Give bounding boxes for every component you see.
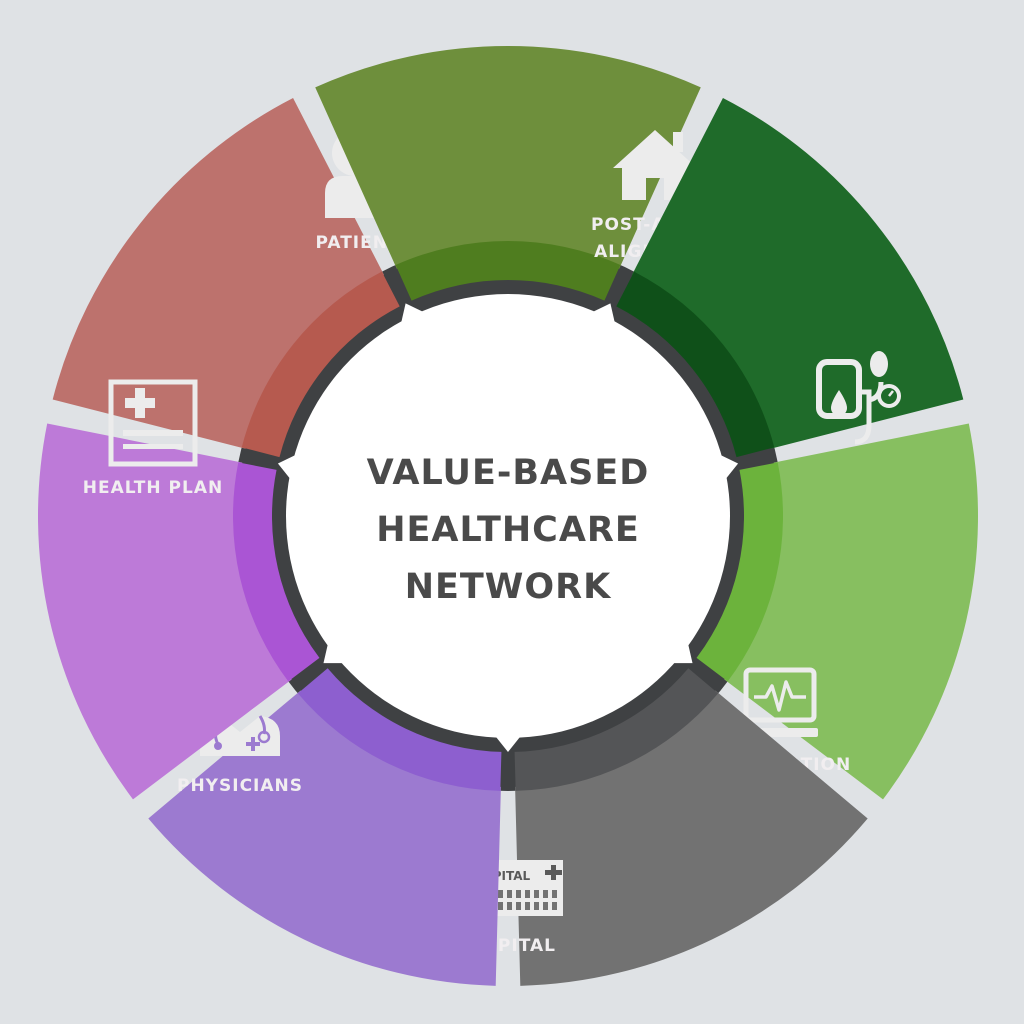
segment-physicians-ring	[297, 668, 502, 791]
center-title-line: HEALTHCARE	[376, 510, 640, 550]
center-notch	[323, 642, 345, 664]
segment-patient-label: PATIENT	[315, 233, 400, 253]
center-circle	[286, 294, 730, 738]
segment-pop-health-analytics-ring	[696, 462, 783, 682]
segment-physicians-wedge	[148, 690, 501, 986]
center-title: VALUE-BASED HEALTHCARE NETWORK	[367, 453, 650, 607]
segment-post-acute-ring	[395, 240, 621, 301]
center-notch	[494, 735, 522, 752]
segment-hospital-wedge	[515, 690, 868, 986]
center-notch	[400, 303, 425, 324]
segment-patient-wedge	[52, 98, 385, 449]
house-icon	[613, 130, 697, 200]
center-title-line: VALUE-BASED	[367, 453, 650, 493]
label-line: HEALTH PLAN	[83, 478, 223, 498]
label-line: PHYSICIANS	[177, 776, 303, 796]
segment-health-plan-wedge	[37, 423, 292, 800]
center-title-line: NETWORK	[405, 567, 612, 607]
center-notch	[671, 642, 693, 664]
segment-patient-ring	[241, 271, 400, 458]
center-notch	[719, 454, 739, 480]
segment-physicians-label: PHYSICIANS	[177, 776, 303, 796]
medical-card-icon	[108, 379, 198, 467]
segment-health-plan-label: HEALTH PLAN	[83, 478, 223, 498]
label-line: PATIENT	[315, 233, 400, 253]
segment-health-plan: HEALTH PLAN	[37, 379, 320, 800]
segment-pop-health-analytics-wedge	[724, 423, 978, 800]
segment-health-plan-ring	[232, 462, 320, 682]
segment-pop-health-mgmt-ring	[616, 271, 775, 458]
segment-post-acute-wedge	[315, 46, 701, 269]
blood-pressure-icon	[816, 351, 901, 445]
center-notch	[277, 454, 297, 480]
center-notch	[591, 303, 616, 324]
segment-hospital-ring	[514, 668, 719, 791]
